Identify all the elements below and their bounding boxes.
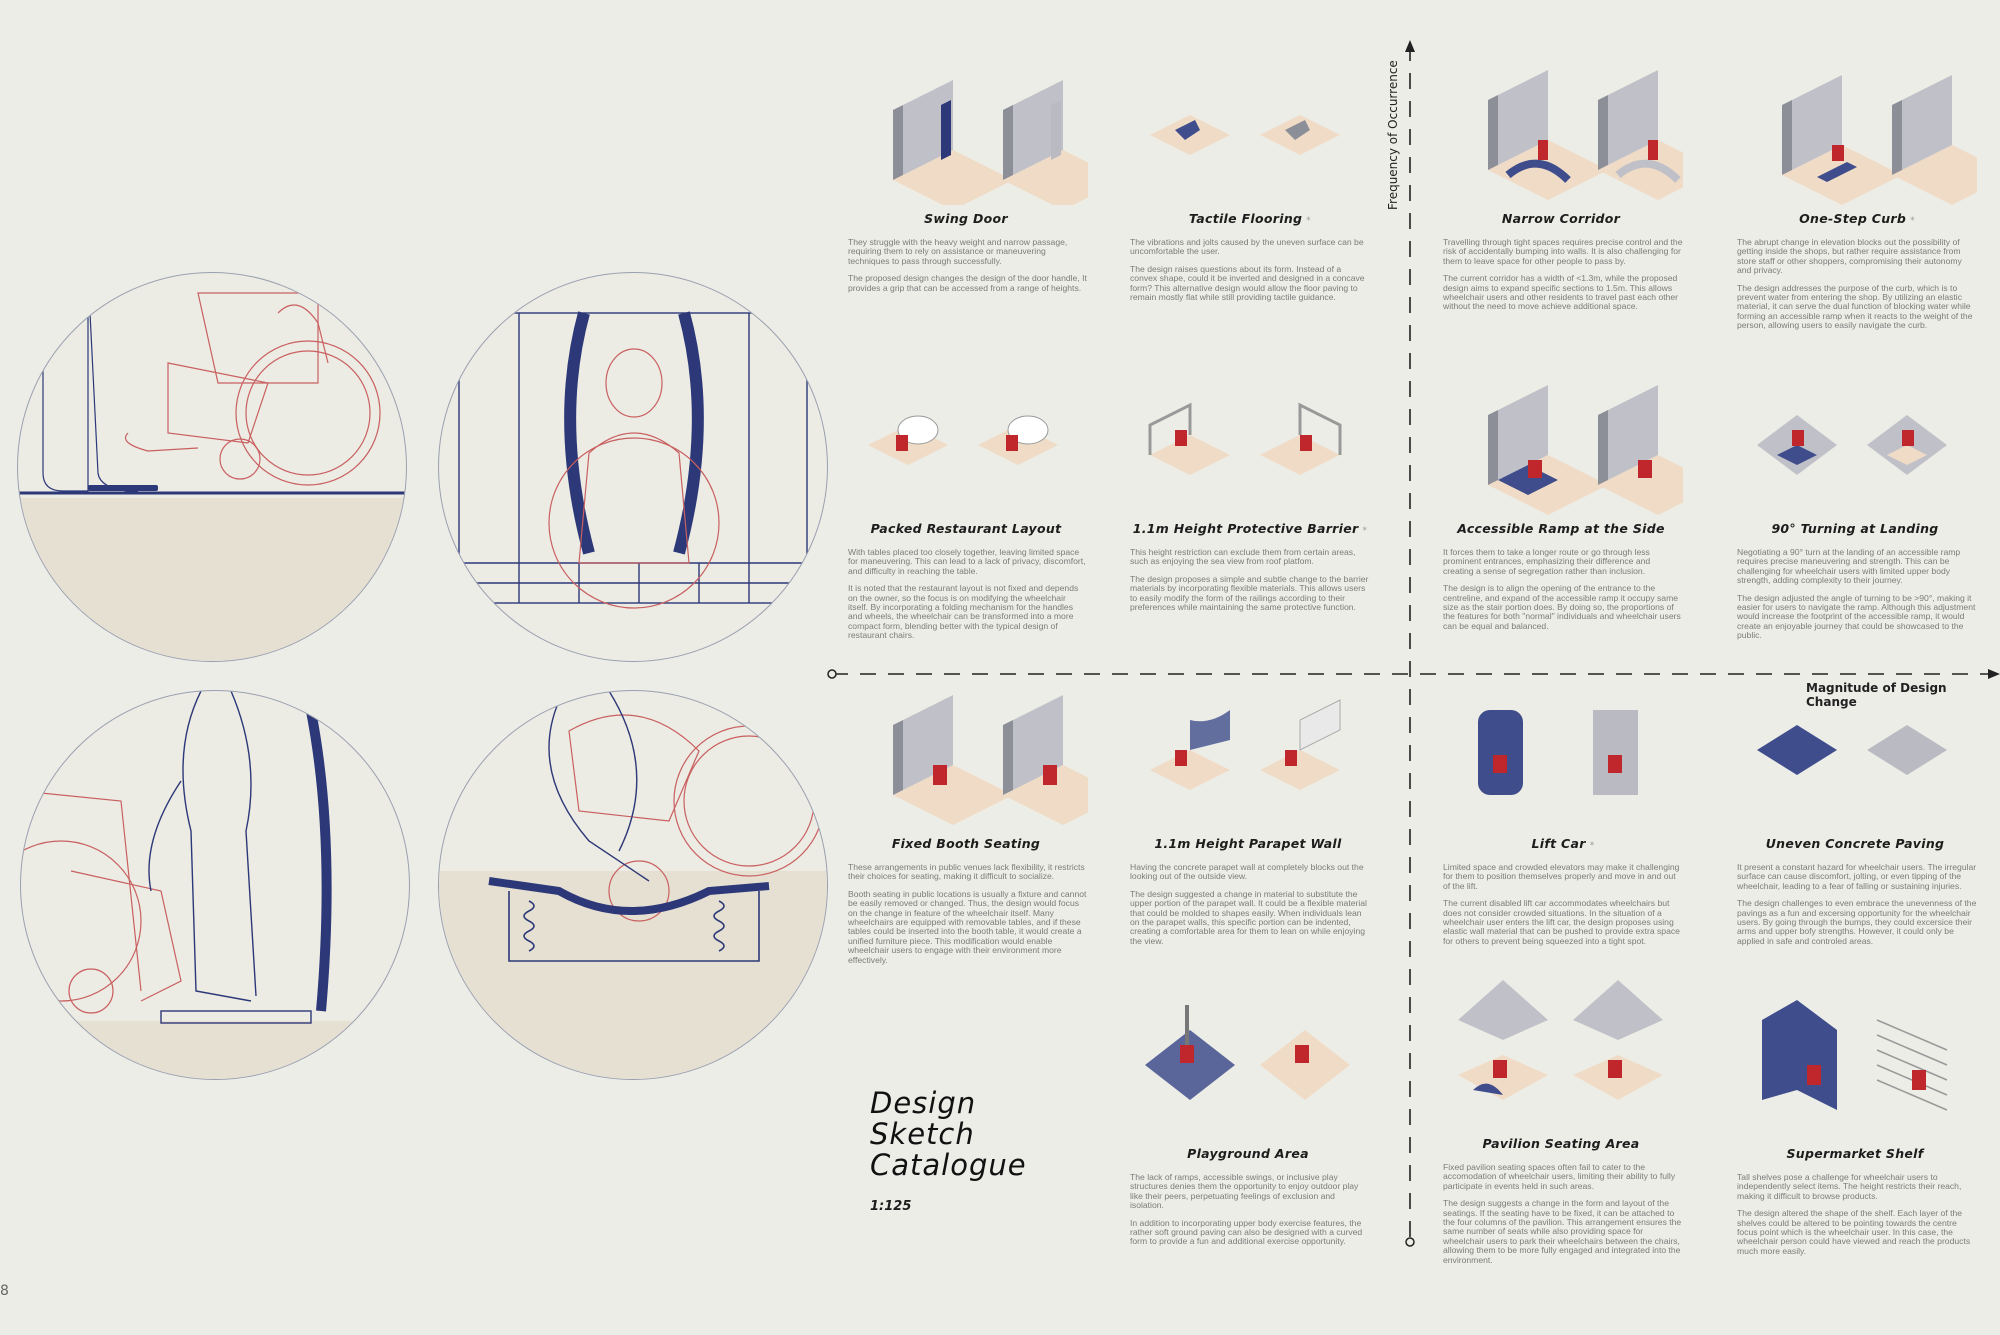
y-axis-label: Frequency of Occurrence bbox=[1386, 60, 1400, 210]
problem-text: Travelling through tight spaces requires… bbox=[1443, 237, 1683, 266]
problem-text: They struggle with the heavy weight and … bbox=[848, 237, 1068, 266]
catalogue-item-pavilion: Pavilion Seating Area Fixed pavilion sea… bbox=[1443, 980, 1683, 1273]
fixed-booth-illustration bbox=[848, 680, 1123, 830]
item-title: One-Step Curb bbox=[1799, 211, 1907, 226]
catalogue-item-accessible-ramp: Accessible Ramp at the Side It forces th… bbox=[1443, 365, 1718, 639]
page-number: 8 bbox=[0, 1283, 9, 1299]
design-text: In addition to incorporating upper body … bbox=[1130, 1217, 1363, 1247]
design-text: The design raises questions about its fo… bbox=[1130, 263, 1365, 303]
catalogue-item-narrow-corridor: Narrow Corridor Travelling through tight… bbox=[1443, 55, 1718, 320]
y-arrow-icon bbox=[1405, 40, 1415, 52]
design-text: The design is to align the opening of th… bbox=[1443, 583, 1681, 631]
quadrant-axes bbox=[827, 40, 2000, 1247]
item-title: Lift Car bbox=[1531, 836, 1586, 851]
item-title: Uneven Concrete Paving bbox=[1765, 836, 1945, 851]
protective-barrier-illustration bbox=[1130, 365, 1370, 515]
design-text: The design altered the shape of the shel… bbox=[1737, 1208, 1971, 1256]
item-title: Packed Restaurant Layout bbox=[870, 521, 1062, 536]
swing-door-illustration bbox=[848, 55, 1123, 210]
problem-text: It forces them to take a longer route or… bbox=[1443, 547, 1651, 576]
x-axis-label: Magnitude of Design Change bbox=[1806, 681, 1947, 709]
uneven-paving-illustration bbox=[1737, 680, 1977, 830]
problem-text: Having the concrete parapet wall at comp… bbox=[1130, 862, 1364, 882]
catalogue-item-90-turning: 90° Turning at Landing Negotiating a 90°… bbox=[1737, 365, 1977, 649]
design-text: The design proposes a simple and subtle … bbox=[1130, 573, 1369, 613]
parapet-sketch-illustration bbox=[21, 691, 409, 1079]
catalogue-item-lift-car: Lift Car* Limited space and crowded elev… bbox=[1443, 680, 1683, 954]
problem-text: The abrupt change in elevation blocks ou… bbox=[1737, 237, 1962, 276]
design-text: The design suggests a change in the form… bbox=[1443, 1198, 1682, 1265]
title-line-2: Sketch bbox=[870, 1117, 975, 1151]
accessible-ramp-illustration bbox=[1443, 365, 1718, 515]
design-text: It is noted that the restaurant layout i… bbox=[848, 583, 1079, 641]
catalogue-title-block: Design Sketch Catalogue 1:125 bbox=[870, 1086, 1027, 1215]
sketch-wheelchair-tactile-floor bbox=[17, 272, 407, 662]
pavilion-illustration bbox=[1443, 980, 1683, 1130]
problem-text: This height restriction can exclude them… bbox=[1130, 547, 1356, 567]
catalogue-item-uneven-paving: Uneven Concrete Paving It present a cons… bbox=[1737, 680, 1977, 954]
one-step-curb-illustration bbox=[1737, 55, 2000, 205]
design-text: The design suggested a change in materia… bbox=[1130, 888, 1367, 946]
problem-text: These arrangements in public venues lack… bbox=[848, 862, 1085, 882]
problem-text: Fixed pavilion seating spaces often fail… bbox=[1443, 1162, 1676, 1191]
star-marker: * bbox=[1910, 216, 1915, 226]
catalogue-item-fixed-booth: Fixed Booth Seating These arrangements i… bbox=[848, 680, 1123, 973]
design-text: The design addresses the purpose of the … bbox=[1737, 282, 1973, 331]
catalogue-item-swing-door: Swing Door They struggle with the heavy … bbox=[848, 55, 1123, 301]
item-title: Pavilion Seating Area bbox=[1482, 1136, 1640, 1151]
item-title: Tactile Flooring bbox=[1188, 211, 1303, 226]
tactile-flooring-illustration bbox=[1130, 55, 1370, 205]
packed-restaurant-illustration bbox=[848, 365, 1088, 515]
catalogue-item-playground: Playground Area The lack of ramps, acces… bbox=[1130, 990, 1370, 1255]
star-marker: * bbox=[1362, 526, 1368, 536]
sketch-flexible-barrier bbox=[438, 272, 828, 662]
scale-label: 1:125 bbox=[870, 1199, 912, 1214]
item-title: 90° Turning at Landing bbox=[1771, 521, 1939, 536]
problem-text: The lack of ramps, accessible swings, or… bbox=[1130, 1172, 1359, 1211]
title-line-3: Catalogue bbox=[870, 1148, 1027, 1182]
narrow-corridor-illustration bbox=[1443, 55, 1718, 205]
item-title: 1.1m Height Protective Barrier bbox=[1132, 521, 1359, 536]
item-title: Fixed Booth Seating bbox=[891, 836, 1041, 851]
item-title: Supermarket Shelf bbox=[1786, 1146, 1924, 1161]
wheelchair-sketch-illustration bbox=[18, 273, 406, 661]
item-title: 1.1m Height Parapet Wall bbox=[1154, 836, 1342, 851]
catalogue-item-one-step-curb: One-Step Curb* The abrupt change in elev… bbox=[1737, 55, 2000, 339]
turning-landing-illustration bbox=[1737, 365, 1977, 515]
catalogue-item-protective-barrier: 1.1m Height Protective Barrier* This hei… bbox=[1130, 365, 1370, 620]
design-text: The design adjusted the angle of turning… bbox=[1737, 592, 1976, 641]
paving-sketch-illustration bbox=[439, 691, 827, 1079]
design-text: The design challenges to even embrace th… bbox=[1737, 898, 1977, 946]
parapet-wall-illustration bbox=[1130, 680, 1370, 830]
sketch-concave-paving bbox=[438, 690, 828, 1080]
star-marker: * bbox=[1589, 841, 1595, 851]
catalogue-item-parapet-wall: 1.1m Height Parapet Wall Having the conc… bbox=[1130, 680, 1370, 954]
problem-text: It present a constant hazard for wheelch… bbox=[1737, 862, 1977, 891]
problem-text: Limited space and crowded elevators may … bbox=[1443, 862, 1680, 891]
design-text: The current disabled lift car accommodat… bbox=[1443, 898, 1680, 946]
problem-text: The vibrations and jolts caused by the u… bbox=[1130, 237, 1364, 257]
lift-car-illustration bbox=[1443, 680, 1683, 830]
item-title: Narrow Corridor bbox=[1501, 211, 1621, 226]
problem-text: Tall shelves pose a challenge for wheelc… bbox=[1737, 1172, 1962, 1201]
design-text: The proposed design changes the design o… bbox=[848, 273, 1087, 293]
star-marker: * bbox=[1306, 216, 1312, 226]
problem-text: With tables placed too closely together,… bbox=[848, 547, 1086, 576]
item-title: Playground Area bbox=[1187, 1146, 1309, 1161]
x-arrow-icon bbox=[1988, 669, 2000, 679]
item-title: Swing Door bbox=[924, 211, 1008, 226]
sketch-parapet-lean bbox=[20, 690, 410, 1080]
supermarket-shelf-illustration bbox=[1737, 990, 1977, 1140]
catalogue-item-tactile-flooring: Tactile Flooring* The vibrations and jol… bbox=[1130, 55, 1370, 310]
design-text: The current corridor has a width of <1.3… bbox=[1443, 273, 1679, 312]
playground-illustration bbox=[1130, 990, 1370, 1140]
problem-text: Negotiating a 90° turn at the landing of… bbox=[1737, 547, 1961, 586]
barrier-sketch-illustration bbox=[458, 311, 808, 609]
catalogue-item-supermarket-shelf: Supermarket Shelf Tall shelves pose a ch… bbox=[1737, 990, 1977, 1264]
item-title: Accessible Ramp at the Side bbox=[1457, 521, 1665, 536]
catalogue-item-packed-restaurant: Packed Restaurant Layout With tables pla… bbox=[848, 365, 1088, 649]
design-text: Booth seating in public locations is usu… bbox=[848, 888, 1087, 965]
title-line-1: Design bbox=[870, 1086, 977, 1120]
